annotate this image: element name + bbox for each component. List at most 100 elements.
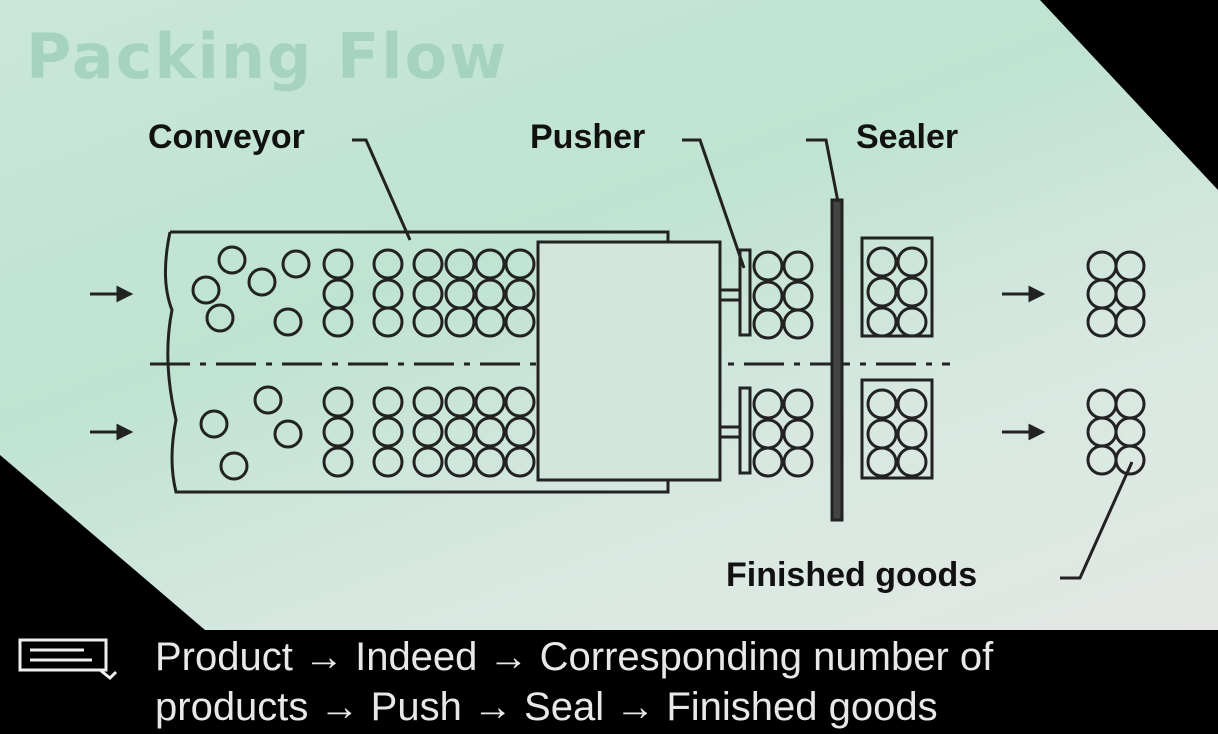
aligned-product (444, 446, 476, 478)
grouped-product (782, 250, 814, 282)
aligned-product (372, 386, 404, 418)
aligned-product (372, 416, 404, 448)
grouped-product (782, 308, 814, 340)
sealed-box-top (860, 236, 934, 338)
loose-product (273, 307, 303, 337)
grouped-product (782, 388, 814, 420)
diagram-title: Packing Flow (26, 20, 509, 93)
finished-product (1086, 444, 1118, 476)
sealed-product (866, 246, 898, 278)
pusher-plate-top (738, 248, 752, 337)
aligned-product (322, 446, 354, 478)
aligned-product (504, 416, 536, 448)
caption: Product → Indeed → Corresponding number … (155, 632, 1205, 732)
aligned-product (322, 278, 354, 310)
loose-product (247, 267, 277, 297)
aligned-product (504, 306, 536, 338)
sealed-product (866, 276, 898, 308)
finished-product (1086, 250, 1118, 282)
finished-product (1114, 388, 1146, 420)
finished-product (1086, 306, 1118, 338)
aligned-product (412, 306, 444, 338)
aligned-product (474, 248, 506, 280)
aligned-product (504, 248, 536, 280)
loose-product (219, 451, 249, 481)
inflow-arrowhead-top (116, 285, 134, 303)
aligned-product (504, 278, 536, 310)
pusher-block (536, 240, 722, 482)
aligned-product (322, 416, 354, 448)
grouped-product (752, 446, 784, 478)
aligned-product (474, 386, 506, 418)
aligned-product (412, 446, 444, 478)
loose-product (191, 275, 221, 305)
aligned-product (412, 278, 444, 310)
loose-product (273, 419, 303, 449)
sealed-box-bottom (860, 378, 934, 480)
aligned-product (372, 306, 404, 338)
aligned-product (444, 248, 476, 280)
aligned-product (444, 278, 476, 310)
sealed-product (896, 418, 928, 450)
loose-product (253, 385, 283, 415)
aligned-product (372, 446, 404, 478)
finished-product (1114, 250, 1146, 282)
inflow-arrowhead-bottom (116, 423, 134, 441)
aligned-product (474, 278, 506, 310)
aligned-product (474, 306, 506, 338)
finished-product (1086, 278, 1118, 310)
aligned-product (372, 278, 404, 310)
pusher-leader (682, 138, 746, 269)
outflow-arrowhead-bottom (1028, 423, 1046, 441)
sealed-product (866, 446, 898, 478)
aligned-product (504, 386, 536, 418)
aligned-product (412, 248, 444, 280)
sealed-product (896, 246, 928, 278)
grouped-product (782, 280, 814, 312)
loose-product (199, 409, 229, 439)
grouped-product (752, 280, 784, 312)
finished-product (1086, 388, 1118, 420)
sealed-product (866, 418, 898, 450)
aligned-product (474, 446, 506, 478)
conveyor-outline (163, 230, 670, 494)
aligned-product (444, 416, 476, 448)
sealer-leader (806, 138, 840, 203)
grouped-product (782, 446, 814, 478)
loose-product (281, 249, 311, 279)
caption-line-2: products → Push → Seal → Finished goods (155, 685, 938, 729)
aligned-product (322, 306, 354, 338)
loose-product (205, 303, 235, 333)
conveyor-label: Conveyor (148, 118, 305, 156)
finished-product (1114, 416, 1146, 448)
sealer-bar (830, 198, 844, 522)
keyboard-icon (18, 638, 118, 681)
grouped-product (752, 250, 784, 282)
grouped-product (752, 388, 784, 420)
aligned-product (474, 416, 506, 448)
pusher-label: Pusher (530, 118, 646, 156)
grouped-product (752, 418, 784, 450)
aligned-product (372, 248, 404, 280)
finished-product (1086, 416, 1118, 448)
loose-product (217, 245, 247, 275)
sealed-product (896, 388, 928, 420)
finished-product (1114, 444, 1146, 476)
packing-flow-diagram (90, 138, 1146, 580)
finished-product (1114, 278, 1146, 310)
sealed-product (866, 388, 898, 420)
sealed-product (896, 446, 928, 478)
sealed-product (896, 276, 928, 308)
caption-line-1: Product → Indeed → Corresponding number … (155, 635, 994, 679)
aligned-product (504, 446, 536, 478)
pusher-plate-bottom (738, 386, 752, 475)
finished-goods-label: Finished goods (726, 556, 978, 594)
conveyor-leader (352, 138, 412, 241)
outflow-arrowhead-top (1028, 285, 1046, 303)
aligned-product (412, 386, 444, 418)
aligned-product (322, 386, 354, 418)
aligned-product (444, 306, 476, 338)
aligned-product (444, 386, 476, 418)
aligned-product (322, 248, 354, 280)
